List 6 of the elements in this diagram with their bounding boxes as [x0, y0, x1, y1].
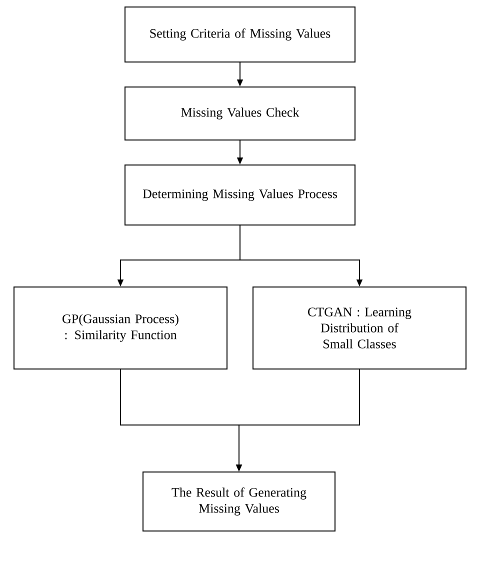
process-box: Setting Criteria of Missing Values — [124, 6, 356, 62]
process-box: Missing Values Check — [124, 86, 356, 140]
process-box: CTGAN : Learning Distribution of Small Classes — [252, 286, 466, 370]
process-box: The Result of Generating Missing Values — [142, 472, 336, 532]
process-box: GP(Gaussian Process) : Similarity Function — [14, 286, 228, 370]
process-box: Determining Missing Values Process — [124, 164, 356, 226]
